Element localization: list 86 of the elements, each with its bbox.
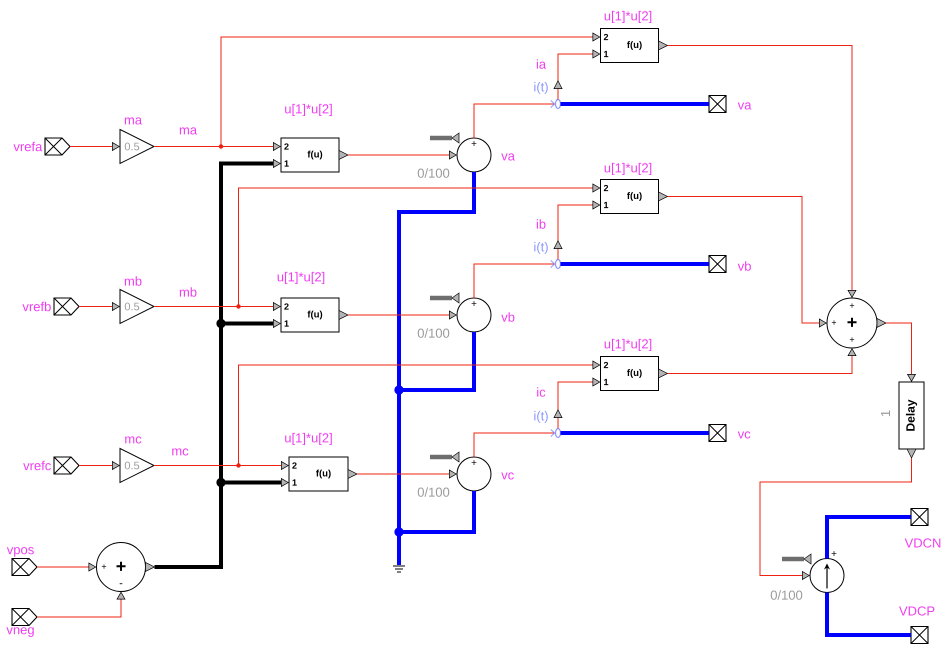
port-label: va bbox=[738, 102, 752, 110]
arrow bbox=[886, 322, 916, 382]
arrow bbox=[553, 49, 600, 100]
arrow bbox=[220, 32, 600, 147]
wire bbox=[399, 332, 476, 392]
polarity-sign: + bbox=[472, 141, 476, 146]
wire bbox=[154, 306, 239, 307]
edge-label: mc bbox=[170, 447, 190, 457]
wire bbox=[397, 172, 476, 390]
port-number: 1 bbox=[284, 160, 289, 167]
polarity-sign: + bbox=[472, 301, 476, 306]
parameter-label: 0/100 bbox=[418, 328, 450, 338]
sign-label: + bbox=[848, 318, 857, 327]
arrow bbox=[553, 377, 600, 429]
edge-label: ic bbox=[535, 386, 547, 398]
arrow bbox=[474, 100, 556, 138]
block-label: ma bbox=[124, 117, 142, 125]
port-number: 2 bbox=[292, 462, 297, 469]
wire bbox=[154, 482, 223, 569]
polarity-sign: + bbox=[832, 551, 836, 556]
port-label: VDCN bbox=[904, 538, 940, 548]
port-label: vpos bbox=[6, 547, 34, 557]
port-label: vrefc bbox=[23, 460, 51, 470]
wire bbox=[154, 465, 239, 466]
wire bbox=[219, 324, 223, 482]
port-number: 1 bbox=[292, 479, 297, 486]
parameter-label: 0/100 bbox=[770, 590, 802, 600]
arrow bbox=[238, 183, 600, 307]
port-number: 1 bbox=[604, 50, 608, 58]
source-label: vb bbox=[501, 312, 514, 322]
port-number: 2 bbox=[604, 34, 608, 40]
block-label: u[1]*u[2] bbox=[278, 272, 324, 284]
arrow bbox=[219, 158, 281, 324]
sign-label: + bbox=[102, 564, 106, 569]
arrow bbox=[238, 360, 600, 466]
sensor-label: i(t) bbox=[534, 242, 548, 254]
arrow bbox=[474, 429, 556, 458]
wire bbox=[397, 532, 401, 565]
sensor-label: i(t) bbox=[534, 410, 548, 424]
port-number: 1 bbox=[284, 320, 289, 327]
parameter-label: 1 bbox=[881, 410, 890, 416]
block-label: mb bbox=[124, 276, 142, 286]
wire bbox=[825, 515, 911, 558]
port-label: vrefa bbox=[13, 142, 42, 152]
parameter-label: 0/100 bbox=[418, 487, 450, 497]
port-label: vrefb bbox=[22, 302, 51, 312]
sign-label: + bbox=[850, 303, 854, 308]
ground-symbol bbox=[392, 566, 406, 572]
port-label: VDCP bbox=[899, 606, 934, 616]
port-number: 2 bbox=[284, 303, 289, 310]
port-number: 2 bbox=[604, 362, 608, 368]
sensor-label: i(t) bbox=[534, 82, 548, 94]
source-label: va bbox=[501, 153, 515, 161]
sign-label: + bbox=[116, 562, 126, 571]
block-label: mc bbox=[125, 436, 142, 444]
port-number: 1 bbox=[604, 202, 608, 208]
edge-label: ia bbox=[534, 58, 548, 70]
wire bbox=[560, 262, 709, 266]
wire bbox=[560, 431, 709, 435]
arrow bbox=[474, 260, 556, 298]
block-label: u[1]*u[2] bbox=[604, 338, 652, 352]
sign-label: + bbox=[832, 320, 836, 325]
wire bbox=[560, 102, 709, 106]
wire bbox=[397, 390, 401, 532]
block-label: u[1]*u[2] bbox=[604, 10, 652, 24]
port-label: vc bbox=[738, 431, 750, 439]
sign-label: + bbox=[850, 337, 854, 342]
port-number: 2 bbox=[284, 143, 289, 150]
port-number: 1 bbox=[604, 378, 608, 386]
port-label: vb bbox=[738, 261, 751, 271]
source-label: vc bbox=[501, 472, 514, 480]
sign-label: - bbox=[120, 583, 122, 584]
block-label: u[1]*u[2] bbox=[604, 162, 652, 176]
port-number: 2 bbox=[604, 184, 608, 192]
delay-block: Delay bbox=[898, 382, 924, 450]
edge-label: mb bbox=[178, 286, 198, 298]
wire bbox=[825, 592, 911, 637]
polarity-sign: + bbox=[472, 460, 476, 465]
wire bbox=[399, 491, 476, 534]
parameter-label: 0/100 bbox=[418, 168, 450, 178]
arrow bbox=[667, 45, 857, 298]
block-label: u[1]*u[2] bbox=[285, 104, 332, 116]
arrow bbox=[553, 200, 600, 260]
port-label: vneg bbox=[6, 627, 34, 637]
edge-label: ib bbox=[534, 218, 548, 230]
block-label: u[1]*u[2] bbox=[285, 432, 332, 446]
